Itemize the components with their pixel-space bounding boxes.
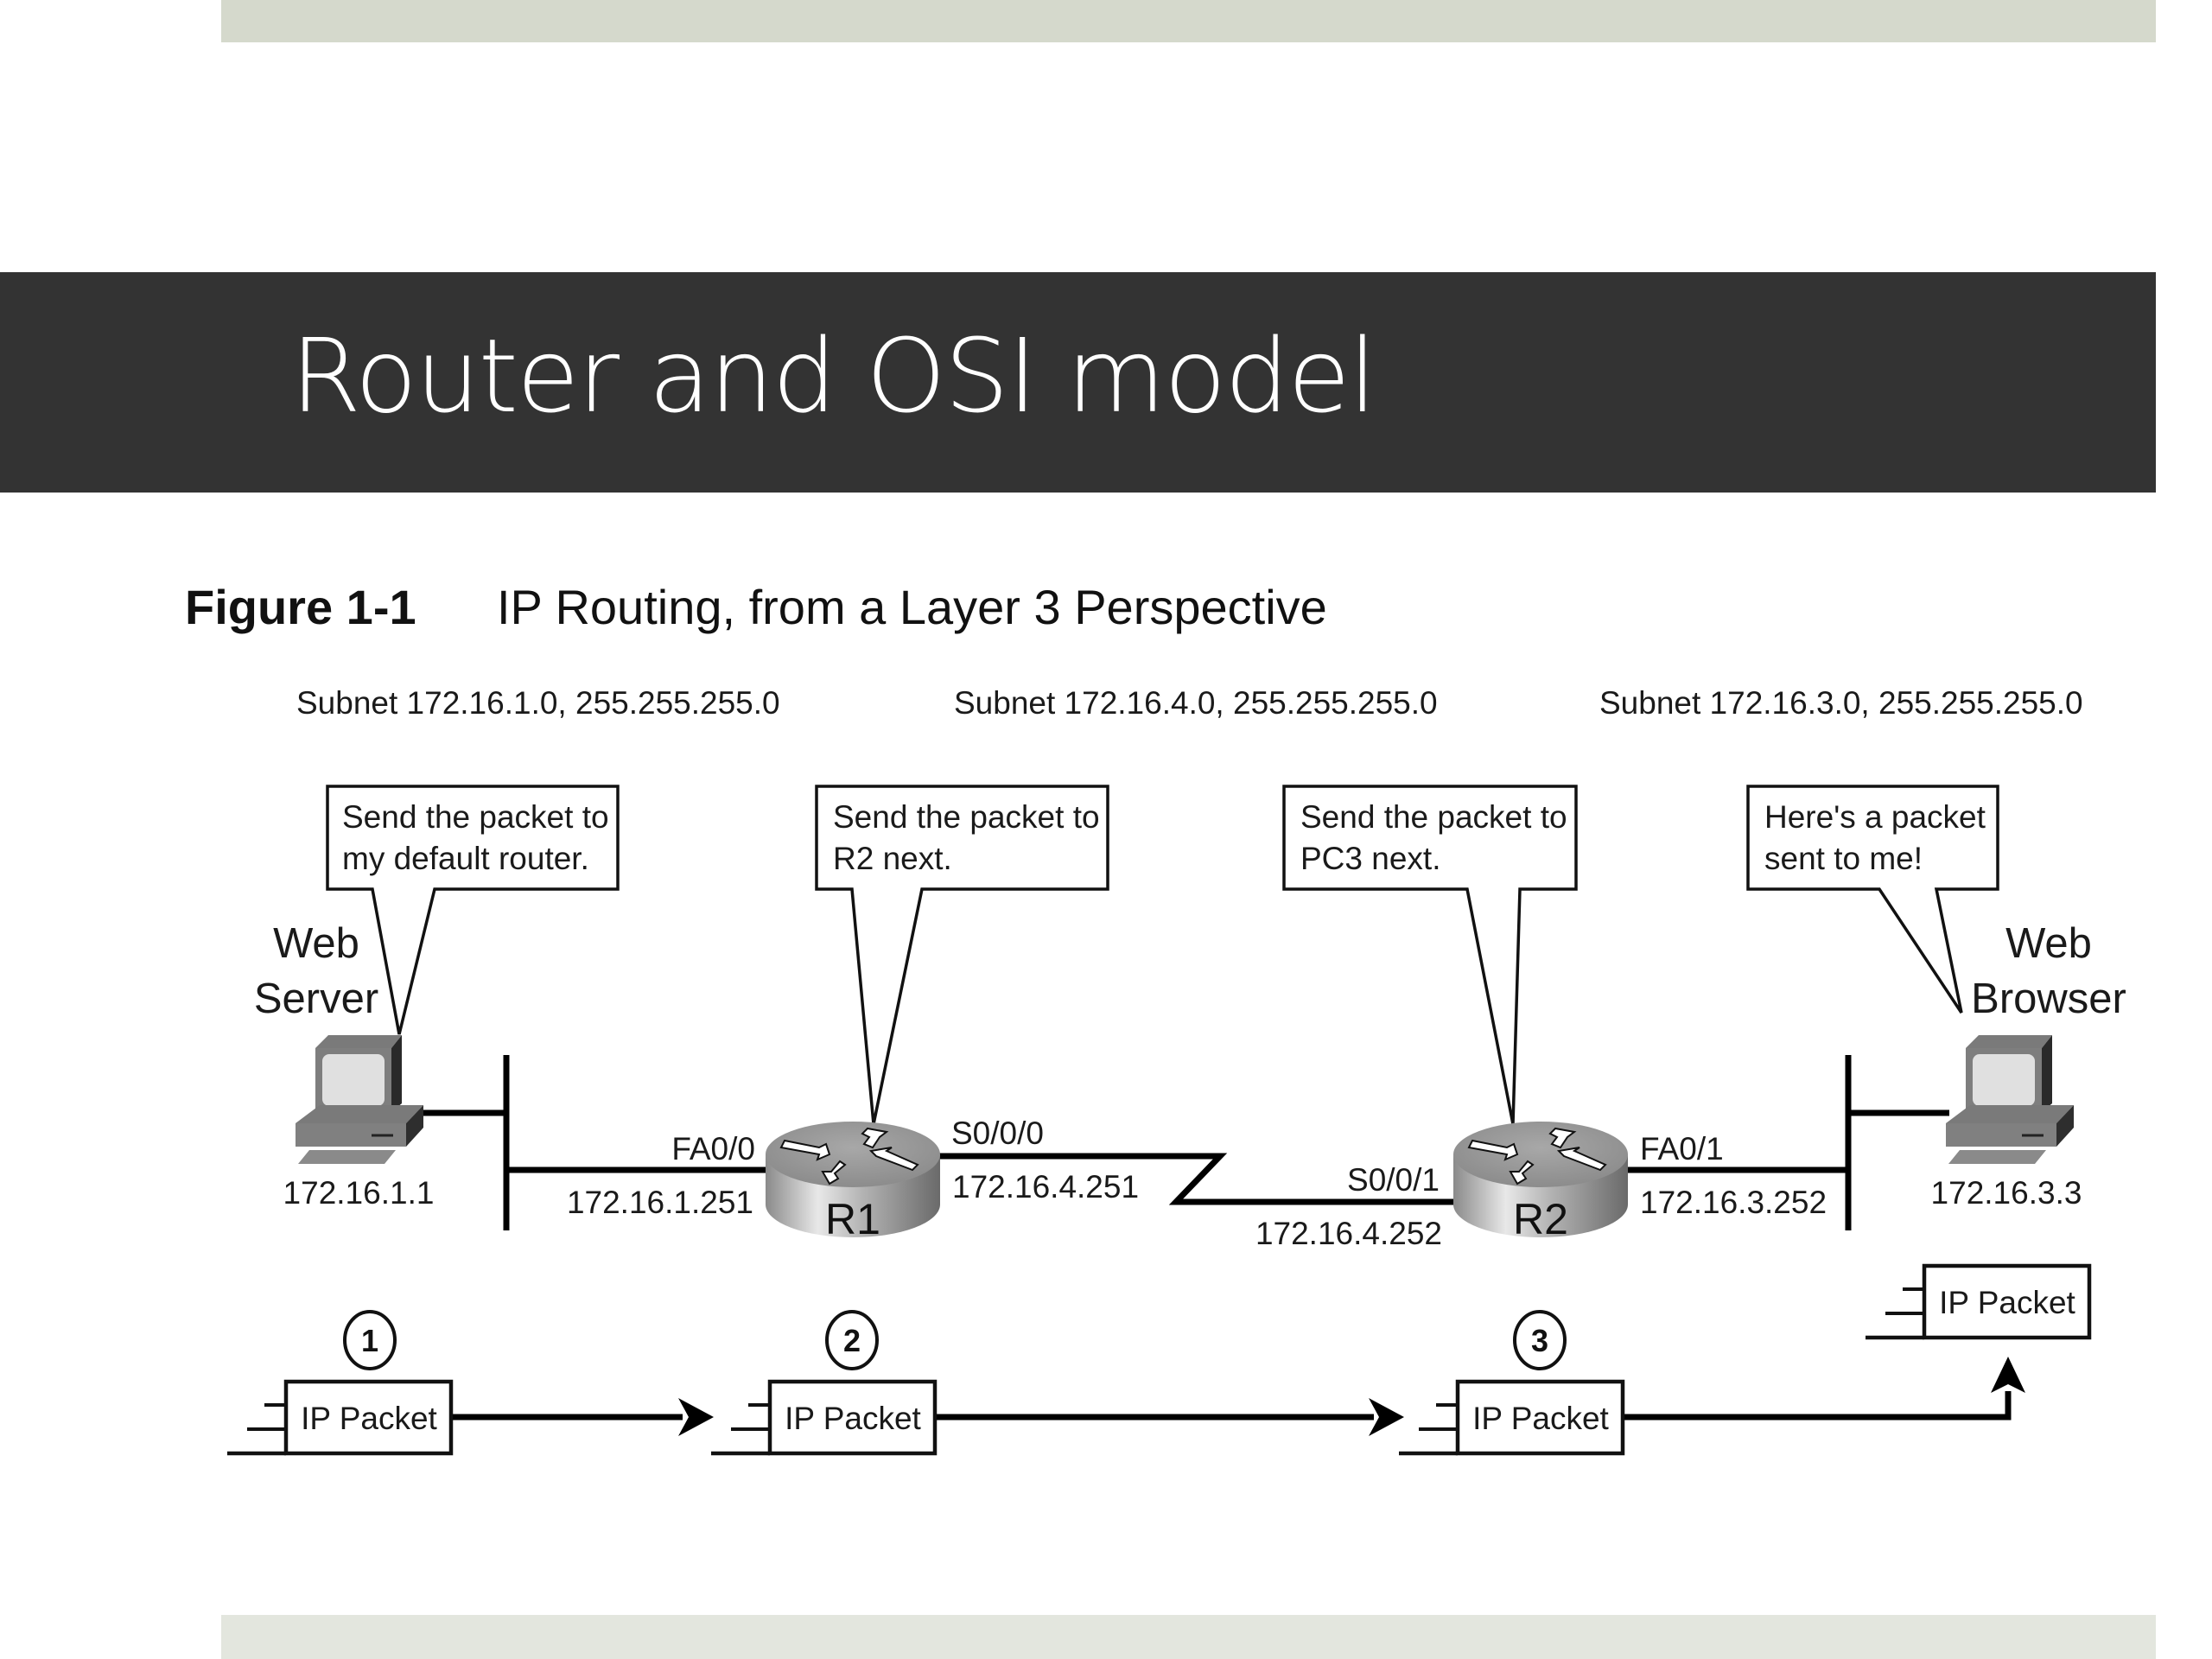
step-badge-3: 3 (1513, 1310, 1567, 1370)
packet-flow: 1 2 3 IP Packet IP Packet IP Packet (227, 1266, 2089, 1453)
flow-arrow-3 (1623, 1391, 2012, 1421)
callout-line: Here's a packet (1764, 799, 1986, 835)
step-badge-2: 2 (825, 1310, 879, 1370)
packet-label: IP Packet (1939, 1285, 2075, 1320)
host-ip-server: 172.16.1.1 (283, 1175, 435, 1211)
ip-packet-2: IP Packet (711, 1382, 935, 1453)
callout-line: Send the packet to (342, 799, 609, 835)
iface-r1-right: S0/0/0 (951, 1116, 1044, 1151)
ip-r2-left: 172.16.4.252 (1255, 1216, 1442, 1251)
ip-r1-left: 172.16.1.251 (567, 1185, 753, 1220)
arrowhead-icon (678, 1398, 714, 1436)
arrowhead-icon (1369, 1398, 1404, 1436)
step-number: 3 (1531, 1323, 1548, 1358)
network-links (423, 1055, 1949, 1230)
figure-caption: IP Routing, from a Layer 3 Perspective (497, 580, 1327, 634)
callout-r1: Send the packet to R2 next. (815, 785, 1109, 1125)
callout-line: R2 next. (833, 841, 952, 876)
host-name-server-line2: Server (254, 976, 378, 1022)
ip-packet-3: IP Packet (1399, 1382, 1623, 1453)
step-badge-1: 1 (343, 1310, 397, 1370)
callout-r2: Send the packet to PC3 next. (1282, 785, 1578, 1125)
subnet-label-1: Subnet 172.16.1.0, 255.255.255.0 (296, 685, 780, 721)
subnet-label-3: Subnet 172.16.3.0, 255.255.255.0 (1599, 685, 2083, 721)
bottom-decorative-bar (221, 1615, 2156, 1659)
serial-link-r1-r2 (938, 1153, 1457, 1205)
callout-line: Send the packet to (1300, 799, 1567, 835)
packet-label: IP Packet (785, 1401, 921, 1436)
step-number: 1 (361, 1323, 378, 1358)
subnet-label-2: Subnet 172.16.4.0, 255.255.255.0 (954, 685, 1438, 721)
host-name-browser-line1: Web (2005, 920, 2092, 967)
host-name-server-line1: Web (273, 920, 359, 967)
pc-icon (1944, 1033, 2075, 1166)
ip-packet-delivered: IP Packet (1866, 1266, 2089, 1338)
router-name-r2: R2 (1513, 1195, 1568, 1243)
arrowhead-icon (1991, 1357, 2025, 1393)
iface-r2-right: FA0/1 (1640, 1131, 1724, 1166)
host-ip-browser: 172.16.3.3 (1931, 1175, 2082, 1211)
packet-label: IP Packet (301, 1401, 437, 1436)
ip-packet-1: IP Packet (227, 1382, 451, 1453)
host-name-browser-line2: Browser (1971, 976, 2126, 1022)
callout-web-server: Send the packet to my default router. (326, 785, 620, 1035)
iface-r2-left: S0/0/1 (1347, 1162, 1440, 1198)
packet-label: IP Packet (1472, 1401, 1609, 1436)
title-band (0, 272, 2156, 493)
callout-line: Send the packet to (833, 799, 1100, 835)
figure-number: Figure 1-1 (185, 580, 416, 634)
step-number: 2 (843, 1323, 861, 1358)
ip-r1-right: 172.16.4.251 (952, 1169, 1139, 1205)
ip-r2-right: 172.16.3.252 (1640, 1185, 1827, 1220)
callout-web-browser: Here's a packet sent to me! (1746, 785, 1999, 1014)
router-name-r1: R1 (825, 1195, 880, 1243)
top-decorative-bar (221, 0, 2156, 42)
pc-icon (294, 1033, 425, 1166)
slide-title: Router and OSI model (290, 316, 1377, 435)
callout-line: sent to me! (1764, 841, 1923, 876)
callout-line: my default router. (342, 841, 589, 876)
iface-r1-left: FA0/0 (671, 1131, 755, 1166)
callout-line: PC3 next. (1300, 841, 1440, 876)
